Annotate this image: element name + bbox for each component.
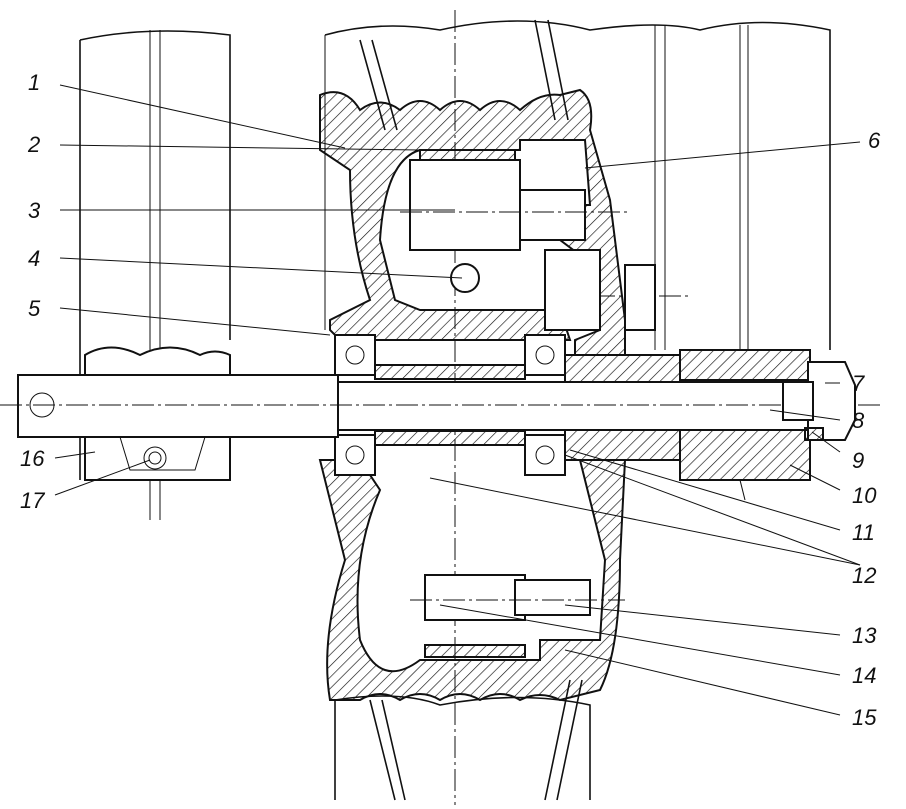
callout-9: 9 bbox=[852, 448, 864, 473]
callout-1: 1 bbox=[28, 70, 40, 95]
callout-11: 11 bbox=[852, 520, 875, 545]
callout-2: 2 bbox=[27, 132, 40, 157]
callout-14: 14 bbox=[852, 663, 876, 688]
planet-gear-lower bbox=[424, 574, 526, 621]
callout-8: 8 bbox=[852, 408, 865, 433]
callout-4: 4 bbox=[28, 246, 40, 271]
callout-10: 10 bbox=[852, 483, 877, 508]
planet-gear-upper bbox=[409, 159, 521, 251]
callout-16: 16 bbox=[20, 446, 45, 471]
callout-3: 3 bbox=[28, 198, 41, 223]
callout-13: 13 bbox=[852, 623, 877, 648]
callout-5: 5 bbox=[28, 296, 41, 321]
callout-17: 17 bbox=[20, 488, 45, 513]
leader-lines bbox=[54, 84, 861, 716]
axle-shaft bbox=[0, 349, 880, 481]
bearings bbox=[334, 334, 566, 476]
ball-plug bbox=[450, 263, 480, 293]
callout-15: 15 bbox=[852, 705, 877, 730]
left-bracket bbox=[84, 346, 231, 481]
callout-12: 12 bbox=[852, 563, 876, 588]
hub-housing bbox=[318, 88, 690, 702]
callout-7: 7 bbox=[852, 371, 865, 396]
callout-6: 6 bbox=[868, 128, 881, 153]
